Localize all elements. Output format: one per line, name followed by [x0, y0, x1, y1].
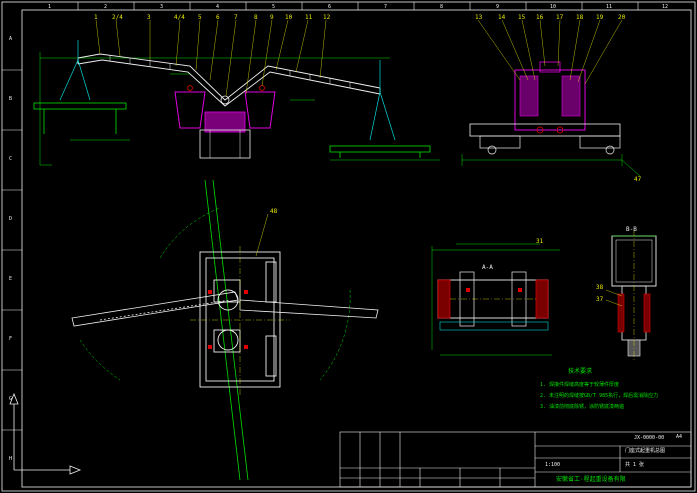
row-letter: B	[9, 96, 12, 102]
row-letter: H	[9, 456, 12, 462]
notes-title: 技术要求	[568, 368, 593, 375]
row-letter: A	[9, 36, 12, 42]
callout-47: 47	[634, 176, 642, 183]
front-label: 9	[270, 14, 274, 21]
col-number: 5	[272, 4, 275, 10]
plan-view	[71, 179, 379, 481]
side-label: 13	[475, 14, 483, 21]
frame-row-letters: A B C D E F G H	[9, 36, 12, 462]
frame-column-numbers: 1 2 3 4 5 6 7 8 9 10 11 12	[48, 4, 668, 10]
callout-48: 48	[270, 208, 278, 215]
drawing-name: 门座式起重机总图	[625, 448, 666, 454]
row-letter: E	[9, 276, 12, 282]
front-label: 2/4	[112, 14, 123, 21]
front-view-hooks	[59, 40, 396, 141]
col-number: 12	[662, 4, 668, 10]
col-number: 7	[384, 4, 387, 10]
front-label: 6	[216, 14, 220, 21]
callout-38: 38	[596, 284, 604, 291]
plan-view-centerline	[190, 246, 290, 396]
col-number: 2	[104, 4, 107, 10]
col-number: 11	[606, 4, 612, 10]
plan-view-wheels	[208, 290, 248, 349]
frame-row-marks	[2, 69, 22, 431]
col-number: 6	[328, 4, 331, 10]
col-number: 10	[550, 4, 556, 10]
notes-line: 3. 油漆前彻底除锈，涂防锈底漆两遍	[540, 404, 625, 410]
section-a-view	[431, 243, 560, 356]
section-a-title: A-A	[482, 264, 493, 271]
front-label: 11	[305, 14, 313, 21]
callout-31: 31	[536, 238, 544, 245]
col-number: 3	[160, 4, 163, 10]
drawing-scale: 1:100	[545, 462, 561, 468]
row-letter: G	[9, 396, 12, 402]
side-label: 17	[556, 14, 564, 21]
col-number: 9	[496, 4, 499, 10]
front-view-leaders	[95, 19, 327, 97]
front-label: 1	[94, 14, 98, 21]
front-label: 7	[234, 14, 238, 21]
section-b-view	[605, 230, 657, 362]
section-a-dimensions	[431, 243, 560, 356]
plan-view-leader-48	[255, 213, 269, 257]
front-label: 3	[147, 14, 151, 21]
front-view-portal	[174, 85, 276, 159]
company-name: 安徽省工·程起重设备有限	[556, 476, 626, 483]
side-view-structure	[469, 61, 621, 155]
front-view-boom-lattice	[109, 55, 351, 88]
front-view-dimensions	[39, 52, 440, 166]
sheet-count: 共 1 张	[625, 462, 645, 468]
side-label: 14	[498, 14, 506, 21]
side-label: 15	[518, 14, 526, 21]
front-label: 5	[198, 14, 202, 21]
section-a-shaft	[437, 271, 549, 331]
scale-label: A4	[676, 434, 683, 440]
col-number: 1	[48, 4, 51, 10]
callout-37: 37	[596, 296, 604, 303]
notes-line: 2. 未注明的焊缝按GB/T 985执行，焊后需消除应力	[540, 393, 659, 399]
ucs-axis-icon	[9, 392, 82, 475]
side-view-leaders	[477, 19, 623, 85]
plan-view-slew-arc	[159, 207, 221, 259]
row-letter: C	[9, 156, 12, 162]
side-label: 20	[618, 14, 626, 21]
front-view-bogies	[33, 102, 431, 158]
col-number: 4	[216, 4, 219, 10]
plan-view-booms	[71, 291, 379, 327]
row-letter: F	[9, 336, 12, 342]
side-label: 19	[596, 14, 604, 21]
col-number: 8	[440, 4, 443, 10]
notes-line: 1. 焊接件焊缝高度等于较薄件厚度	[540, 382, 620, 388]
title-block	[339, 431, 692, 488]
section-b-title: B-B	[626, 226, 637, 233]
row-letter: D	[9, 216, 12, 222]
side-label: 18	[576, 14, 584, 21]
drawing-number: JX-0000-00	[634, 435, 665, 441]
frame-column-marks	[77, 2, 639, 10]
front-view	[33, 19, 440, 166]
side-view-dimensions	[461, 154, 641, 177]
front-label: 10	[285, 14, 293, 21]
side-label: 16	[536, 14, 544, 21]
front-label: 4/4	[174, 14, 185, 21]
side-view	[461, 19, 641, 177]
front-label: 12	[323, 14, 331, 21]
front-label: 8	[254, 14, 258, 21]
